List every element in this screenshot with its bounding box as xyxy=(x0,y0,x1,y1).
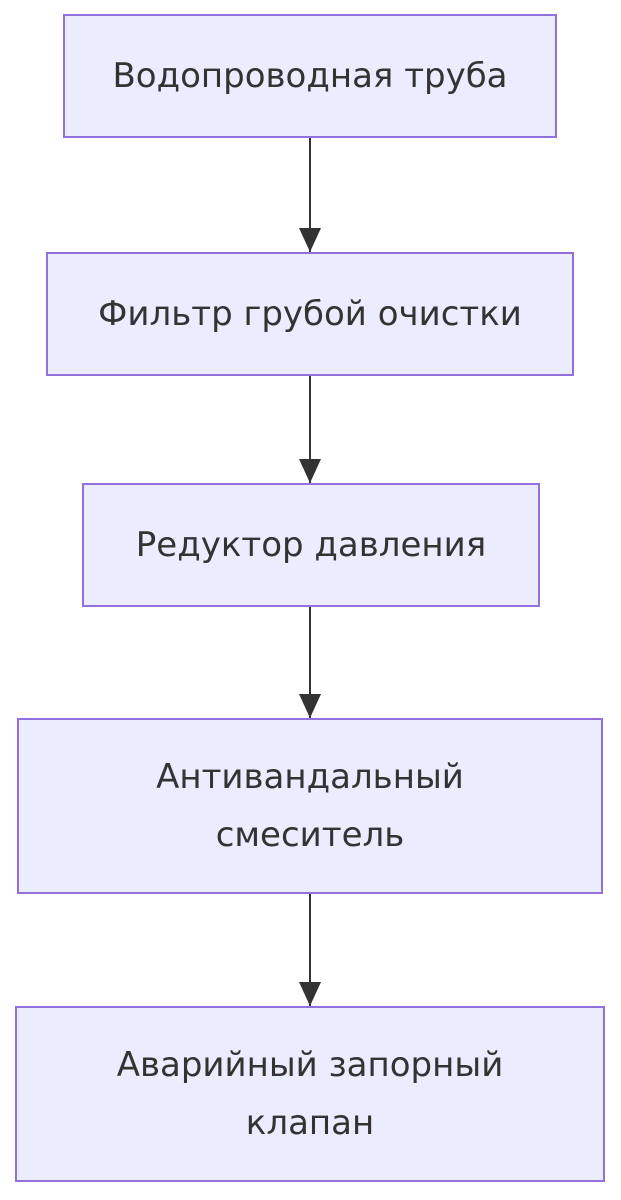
node-label-line1: Антивандальный xyxy=(156,757,464,797)
flowchart-node-emergency-shutoff-valve: Аварийный запорный клапан xyxy=(15,1006,605,1182)
edge-line xyxy=(309,138,311,252)
node-label-line1: Аварийный запорный xyxy=(116,1045,504,1085)
edge-node3-node4 xyxy=(0,607,621,718)
node-label: Редуктор давления xyxy=(135,525,487,565)
node-label-line2: смеситель xyxy=(215,815,405,855)
edge-node4-node5 xyxy=(0,894,621,1006)
arrow-down-icon xyxy=(299,694,321,718)
arrow-down-icon xyxy=(299,982,321,1006)
node-label-line2: клапан xyxy=(245,1103,375,1143)
flowchart-node-coarse-filter: Фильтр грубой очистки xyxy=(46,252,574,376)
edge-line xyxy=(309,894,311,1006)
edge-line xyxy=(309,376,311,483)
flowchart-node-antivandal-mixer: Антивандальный смеситель xyxy=(17,718,603,894)
edge-node2-node3 xyxy=(0,376,621,483)
edge-node1-node2 xyxy=(0,138,621,252)
flowchart-node-pressure-reducer: Редуктор давления xyxy=(82,483,540,607)
node-label: Водопроводная труба xyxy=(112,56,508,96)
arrow-down-icon xyxy=(299,459,321,483)
flowchart-node-water-pipe: Водопроводная труба xyxy=(63,14,557,138)
arrow-down-icon xyxy=(299,228,321,252)
node-label: Фильтр грубой очистки xyxy=(98,294,522,334)
edge-line xyxy=(309,607,311,718)
